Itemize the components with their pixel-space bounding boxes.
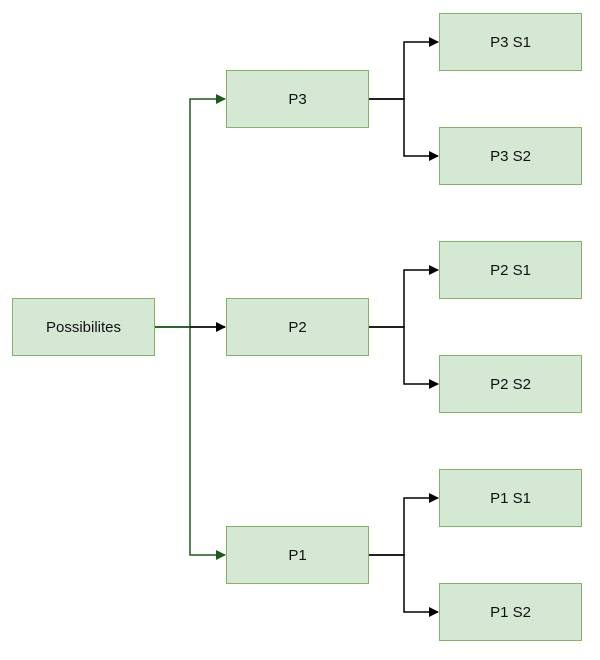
edge-p2-s2 [369,326,439,389]
leaf-node-p1-s2[interactable]: P1 S2 [439,583,582,641]
branch-node-p2[interactable]: P2 [226,298,369,356]
root-node[interactable]: Possibilites [12,298,155,356]
edge-p3-s2 [369,98,439,161]
leaf-node-p2-s1[interactable]: P2 S1 [439,241,582,299]
edge-root-p1 [155,326,226,560]
edge-p1-s1 [369,493,439,556]
edge-p3-s1 [369,37,439,100]
edge-p1-s2 [369,554,439,617]
edge-root-p3 [155,94,226,328]
edge-p2-s1 [369,265,439,328]
branch-node-p3[interactable]: P3 [226,70,369,128]
branch-node-p1[interactable]: P1 [226,526,369,584]
leaf-node-p3-s1[interactable]: P3 S1 [439,13,582,71]
leaf-node-p3-s2[interactable]: P3 S2 [439,127,582,185]
leaf-node-p2-s2[interactable]: P2 S2 [439,355,582,413]
leaf-node-p1-s1[interactable]: P1 S1 [439,469,582,527]
